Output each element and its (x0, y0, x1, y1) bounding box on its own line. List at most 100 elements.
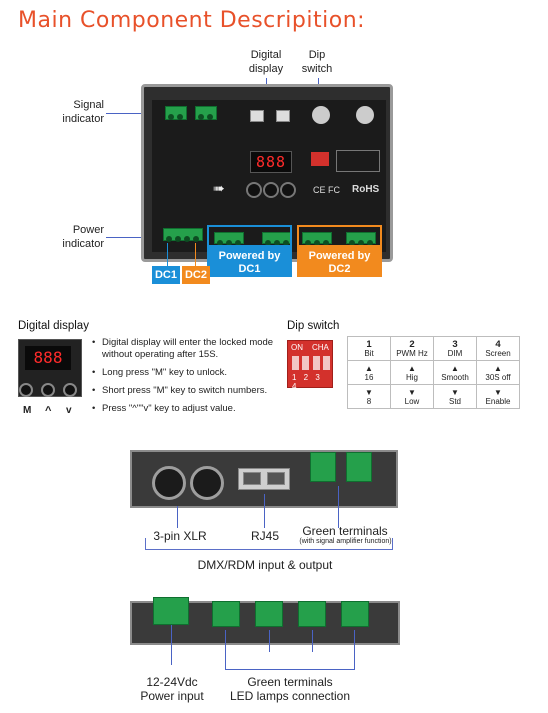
dc2-tag: DC2 (182, 266, 210, 284)
dip-switch[interactable] (311, 152, 329, 166)
led-callout-bar (225, 669, 355, 670)
green-callout-line (338, 486, 339, 528)
note-item: Short press "M" key to switch numbers. (92, 385, 282, 397)
dip-on-label: ON (291, 343, 303, 352)
note-item: Long press "M" key to unlock. (92, 367, 282, 379)
switch-up-icon: ▲ (365, 363, 373, 373)
rj45-out-port (276, 110, 290, 122)
xlr-out-icon (356, 106, 374, 124)
rj45-callout-line (264, 494, 265, 528)
up-key[interactable] (263, 182, 279, 198)
device-dip-table (336, 150, 380, 172)
table-cell: ▲Hig (390, 360, 434, 385)
dd-up-key[interactable] (41, 383, 55, 397)
table-cell: ▲Smooth (433, 360, 477, 385)
note-item: Press "^""v" key to adjust value. (92, 403, 282, 415)
digital-display-heading: Digital display (18, 320, 89, 332)
dip-lever[interactable] (322, 356, 330, 370)
power-input-callout (171, 625, 172, 665)
dip-switch-label: Dip switch (301, 49, 333, 75)
amp-terminal (195, 106, 217, 120)
led-terminal-2 (255, 601, 283, 627)
dip-lever[interactable] (292, 356, 299, 370)
output-terminal-1 (214, 232, 244, 246)
xlr-in-icon (312, 106, 330, 124)
input-green-label: Green terminals (302, 524, 388, 538)
led-terminal-1 (212, 601, 240, 627)
dip-lever[interactable] (312, 356, 320, 370)
switch-down-icon: ▼ (494, 387, 502, 397)
power-terminal (163, 228, 203, 242)
powered-dc2-label: Powered by DC2 Max. 24A (297, 247, 382, 288)
table-cell: ▲16 (347, 360, 391, 385)
switch-down-icon: ▼ (451, 387, 459, 397)
switch-down-icon: ▼ (408, 387, 416, 397)
led-callout-4 (354, 630, 355, 670)
digital-display-notes: Digital display will enter the locked mo… (92, 337, 282, 421)
powered-dc1-label: Powered by DC1 Max. 24A (207, 247, 292, 288)
dc1-tag: DC1 (152, 266, 180, 284)
key-m-label: M (23, 405, 32, 416)
dip-cha-label: CHA (312, 343, 329, 352)
xlr-port-1 (152, 466, 186, 500)
led-terminal-3 (298, 601, 326, 627)
dd-down-key[interactable] (63, 383, 77, 397)
dip-lever[interactable] (302, 356, 310, 370)
digital-display-led: 888 (25, 346, 71, 370)
led-callout-2 (269, 630, 270, 652)
ce-mark: CE FC (313, 185, 340, 195)
input-green-terminal-2 (346, 452, 372, 482)
signal-callout-line (106, 113, 156, 114)
rj45-label: RJ45 (250, 529, 279, 543)
input-caption: DMX/RDM input & output (197, 558, 333, 572)
input-green-terminal-1 (310, 452, 336, 482)
switch-up-icon: ▲ (494, 363, 502, 373)
led-display: 888 (250, 151, 292, 173)
table-row: ▲16 ▲Hig ▲Smooth ▲30S off (347, 360, 520, 385)
dc2-frame (297, 225, 382, 247)
table-cell: ▼Std (433, 384, 477, 409)
key-up-label: ^ (45, 405, 52, 417)
switch-up-icon: ▲ (408, 363, 416, 373)
input-bracket (145, 538, 393, 550)
table-row: ▼8 ▼Low ▼Std ▼Enable (347, 384, 520, 409)
output-terminal-4 (346, 232, 376, 246)
note-item: Digital display will enter the locked mo… (92, 337, 282, 361)
dd-m-key[interactable] (19, 383, 33, 397)
dip-nums: 1 2 3 4 (292, 373, 323, 391)
xlr-label: 3-pin XLR (153, 529, 207, 543)
power-input-label: 12-24Vdc Power input (140, 675, 204, 703)
power-input-terminal (153, 597, 189, 625)
xlr-port-2 (190, 466, 224, 500)
signal-indicator-label: Signal indicator (62, 99, 104, 125)
arrow-right-icon: ➠ (213, 180, 225, 196)
digital-display-label: Digital display (248, 49, 284, 75)
dip-switch-heading: Dip switch (287, 320, 340, 332)
power-callout-line (106, 237, 158, 238)
dc1-frame (207, 225, 292, 247)
rj45-in-port (250, 110, 264, 122)
key-down-label: v (66, 405, 72, 416)
m-key[interactable] (246, 182, 262, 198)
led-terminal-4 (341, 601, 369, 627)
led-connection-label: Green terminals LED lamps connection (229, 675, 351, 703)
rj45-port-1 (243, 472, 261, 485)
power-indicator-label: Power indicator (62, 224, 104, 250)
down-key[interactable] (280, 182, 296, 198)
output-terminal-3 (302, 232, 332, 246)
table-cell: ▼Low (390, 384, 434, 409)
xlr-callout-line (177, 506, 178, 528)
page-title: Main Component Descripition: (18, 8, 366, 33)
rohs-mark: RoHS (352, 184, 380, 195)
led-callout-3 (312, 630, 313, 652)
rj45-port-2 (267, 472, 285, 485)
dc1-line (167, 243, 168, 266)
table-cell: ▼Enable (476, 384, 520, 409)
led-callout-1 (225, 630, 226, 670)
table-cell: ▲30S off (476, 360, 520, 385)
switch-up-icon: ▲ (451, 363, 459, 373)
table-cell: ▼8 (347, 384, 391, 409)
switch-down-icon: ▼ (365, 387, 373, 397)
